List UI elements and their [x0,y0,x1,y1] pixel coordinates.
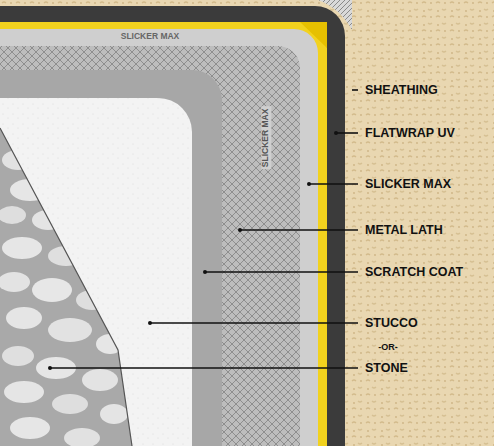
leader-lines [50,90,358,368]
part-label: METAL LATH [365,223,443,237]
leader-dot [203,270,207,274]
leader-dot [148,321,152,325]
leader-dot [238,228,242,232]
stone [0,100,140,446]
brand-watermark: SLICKER MAX [119,32,182,42]
part-label: STONE [365,361,408,375]
part-label: SHEATHING [365,83,438,97]
part-label: SCRATCH COAT [365,265,463,279]
leader-dot [334,131,338,135]
stucco [0,98,192,446]
part-label: FLATWRAP UV [365,126,455,140]
part-label: SLICKER MAX [365,177,451,191]
brand-watermark: SLICKER MAX [261,107,271,170]
or-note: -OR- [378,342,398,352]
leader-dot [48,366,52,370]
leader-dot [307,182,311,186]
part-label: STUCCO [365,316,418,330]
stone-edge [0,128,132,446]
